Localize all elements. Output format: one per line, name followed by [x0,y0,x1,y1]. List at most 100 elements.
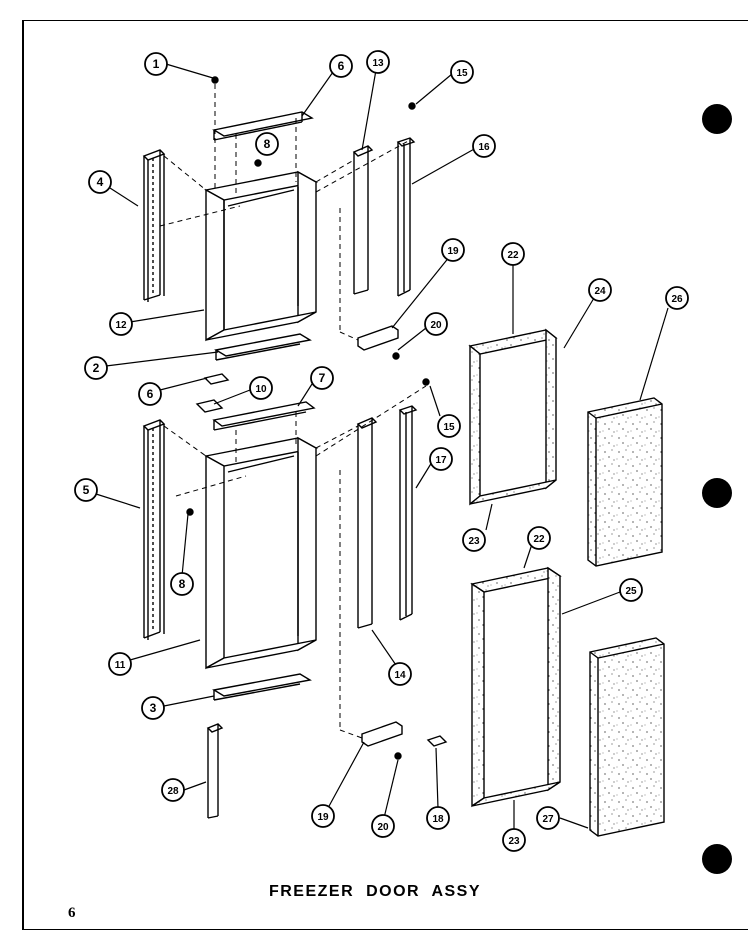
callout-circle [429,447,453,471]
callout-circle [426,806,450,830]
screw-20-upper [392,352,400,360]
callout-c10: 10 [249,376,273,400]
diagram-title: FREEZER DOOR ASSY [268,883,482,900]
lower-insulation-panel [589,637,665,837]
callout-number: 19 [317,812,329,823]
callout-circle [88,170,112,194]
callout-c7: 7 [310,366,334,390]
callout-circle [527,526,551,550]
callout-c4: 4 [88,170,112,194]
callout-number: 2 [93,361,100,375]
callout-c16: 16 [472,134,496,158]
callout-circle [249,376,273,400]
lower-door-frame [203,436,319,670]
callout-number: 23 [508,836,520,847]
callout-circle [84,356,108,380]
callout-number: 20 [377,822,389,833]
callout-c24: 24 [588,278,612,302]
callout-c19b: 19 [311,804,335,828]
callout-c11: 11 [108,652,132,676]
lower-strip-17 [398,405,418,621]
callout-circle [311,804,335,828]
door-stop-18 [426,735,448,747]
callout-number: 24 [594,286,606,297]
assembly-lines [159,84,427,739]
callout-circle [138,382,162,406]
callout-circle [371,814,395,838]
callout-number: 20 [430,320,442,331]
callout-circle [588,278,612,302]
callout-c27: 27 [536,806,560,830]
callout-number: 13 [372,58,384,69]
callout-number: 15 [443,422,455,433]
upper-hinge-bracket [357,325,399,351]
lower-left-channel [142,419,166,640]
callout-circle [144,52,168,76]
binder-hole-middle [702,478,732,508]
callout-circle [329,54,353,78]
callout-number: 5 [83,483,90,497]
callout-c13: 13 [366,50,390,74]
callout-circle [255,132,279,156]
callout-c20a: 20 [424,312,448,336]
binder-hole-top [702,104,732,134]
callout-circle [472,134,496,158]
callout-c12: 12 [109,312,133,336]
callout-circle [366,50,390,74]
upper-door-frame [203,170,319,342]
screw-8-lower [186,508,194,516]
callout-c25: 25 [619,578,643,602]
lower-liner-frame [470,566,562,808]
callout-c6a: 6 [329,54,353,78]
callout-number: 8 [264,137,271,151]
callout-c19a: 19 [441,238,465,262]
callout-circle [141,696,165,720]
callout-c15a: 15 [450,60,474,84]
callout-number: 6 [147,387,154,401]
callout-circle [108,652,132,676]
callout-circle [502,828,526,852]
callout-circle [388,662,412,686]
callout-number: 11 [115,660,126,671]
callout-c5: 5 [74,478,98,502]
callout-number: 14 [394,670,406,681]
screw-8-upper [254,159,262,167]
callout-c1: 1 [144,52,168,76]
callout-number: 17 [435,455,447,466]
leader-lines [95,63,669,832]
breaker-strip-28 [206,723,224,819]
callout-circle [450,60,474,84]
callout-circle [665,286,689,310]
lower-gasket-strip-14 [356,417,378,629]
upper-strip-16 [396,137,416,297]
callout-c22a: 22 [501,242,525,266]
upper-top-cap [212,111,314,137]
upper-insulation-panel [587,397,663,567]
callout-c28: 28 [161,778,185,802]
callout-number: 8 [179,577,186,591]
callout-number: 22 [507,250,519,261]
callout-c6b: 6 [138,382,162,406]
callout-circle [462,528,486,552]
callout-number: 26 [671,294,683,305]
callout-number: 18 [432,814,444,825]
callout-number: 19 [447,246,459,257]
callout-c23a: 23 [462,528,486,552]
callout-number: 1 [153,57,160,71]
callout-circle [170,572,194,596]
callout-c18: 18 [426,806,450,830]
callout-c8b: 8 [170,572,194,596]
callout-c2: 2 [84,356,108,380]
callout-c26: 26 [665,286,689,310]
callout-number: 10 [255,384,267,395]
callout-number: 25 [625,586,637,597]
callout-number: 3 [150,701,157,715]
lower-top-cap [212,401,316,427]
callout-circle [310,366,334,390]
callout-c8a: 8 [255,132,279,156]
callout-circle [109,312,133,336]
binder-hole-bottom [702,844,732,874]
